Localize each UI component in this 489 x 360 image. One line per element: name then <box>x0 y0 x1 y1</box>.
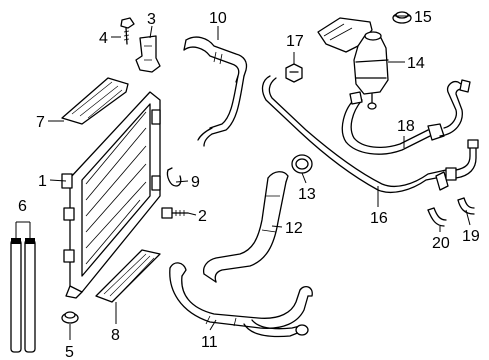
callout-11: 11 <box>201 334 218 351</box>
part-16-coolant-line <box>261 75 457 194</box>
part-20-small-hose <box>427 207 447 227</box>
leader-lines <box>15 15 471 340</box>
callout-15: 15 <box>414 9 432 26</box>
part-13-hose-clamp <box>291 154 313 174</box>
callout-8: 8 <box>111 327 120 344</box>
callout-6: 6 <box>18 198 27 215</box>
callout-17: 17 <box>286 33 304 50</box>
callout-7: 7 <box>36 114 45 131</box>
callout-19: 19 <box>462 228 480 245</box>
part-8-lower-air-deflector <box>95 249 161 303</box>
part-10-upper-radiator-hose <box>183 36 248 147</box>
callout-18: 18 <box>397 118 415 135</box>
callout-9: 9 <box>191 174 200 191</box>
part-11-lower-hose-assembly <box>169 262 313 338</box>
part-3-bracket <box>135 35 161 73</box>
callout-13: 13 <box>298 186 316 203</box>
callout-20: 20 <box>432 235 450 252</box>
part-9-hose-clip <box>166 167 182 187</box>
part-14-coolant-reservoir <box>317 17 389 110</box>
part-1-radiator <box>61 91 161 299</box>
part-6-seal-strips <box>10 238 36 353</box>
callout-14: 14 <box>407 55 425 72</box>
callout-5: 5 <box>65 344 74 360</box>
part-12-lower-radiator-hose <box>202 171 289 283</box>
callout-numbers: 1 2 3 4 5 6 7 8 9 10 11 12 13 14 15 16 1… <box>18 9 480 360</box>
part-7-upper-air-deflector <box>61 77 129 125</box>
part-15-reservoir-cap <box>392 11 412 24</box>
callout-4: 4 <box>99 30 108 47</box>
callout-1: 1 <box>38 173 47 190</box>
part-2-bolt <box>161 207 189 219</box>
callout-10: 10 <box>209 10 227 27</box>
part-19-small-hose <box>457 197 475 215</box>
part-18-bypass-hose <box>341 79 471 155</box>
part-16-tube-end <box>435 139 479 191</box>
callout-2: 2 <box>198 208 207 225</box>
callout-12: 12 <box>285 220 303 237</box>
part-4-bolt <box>120 17 135 45</box>
callout-3: 3 <box>147 11 156 28</box>
part-5-grommet <box>61 311 79 324</box>
part-17-clip <box>285 63 303 83</box>
callout-16: 16 <box>370 210 388 227</box>
